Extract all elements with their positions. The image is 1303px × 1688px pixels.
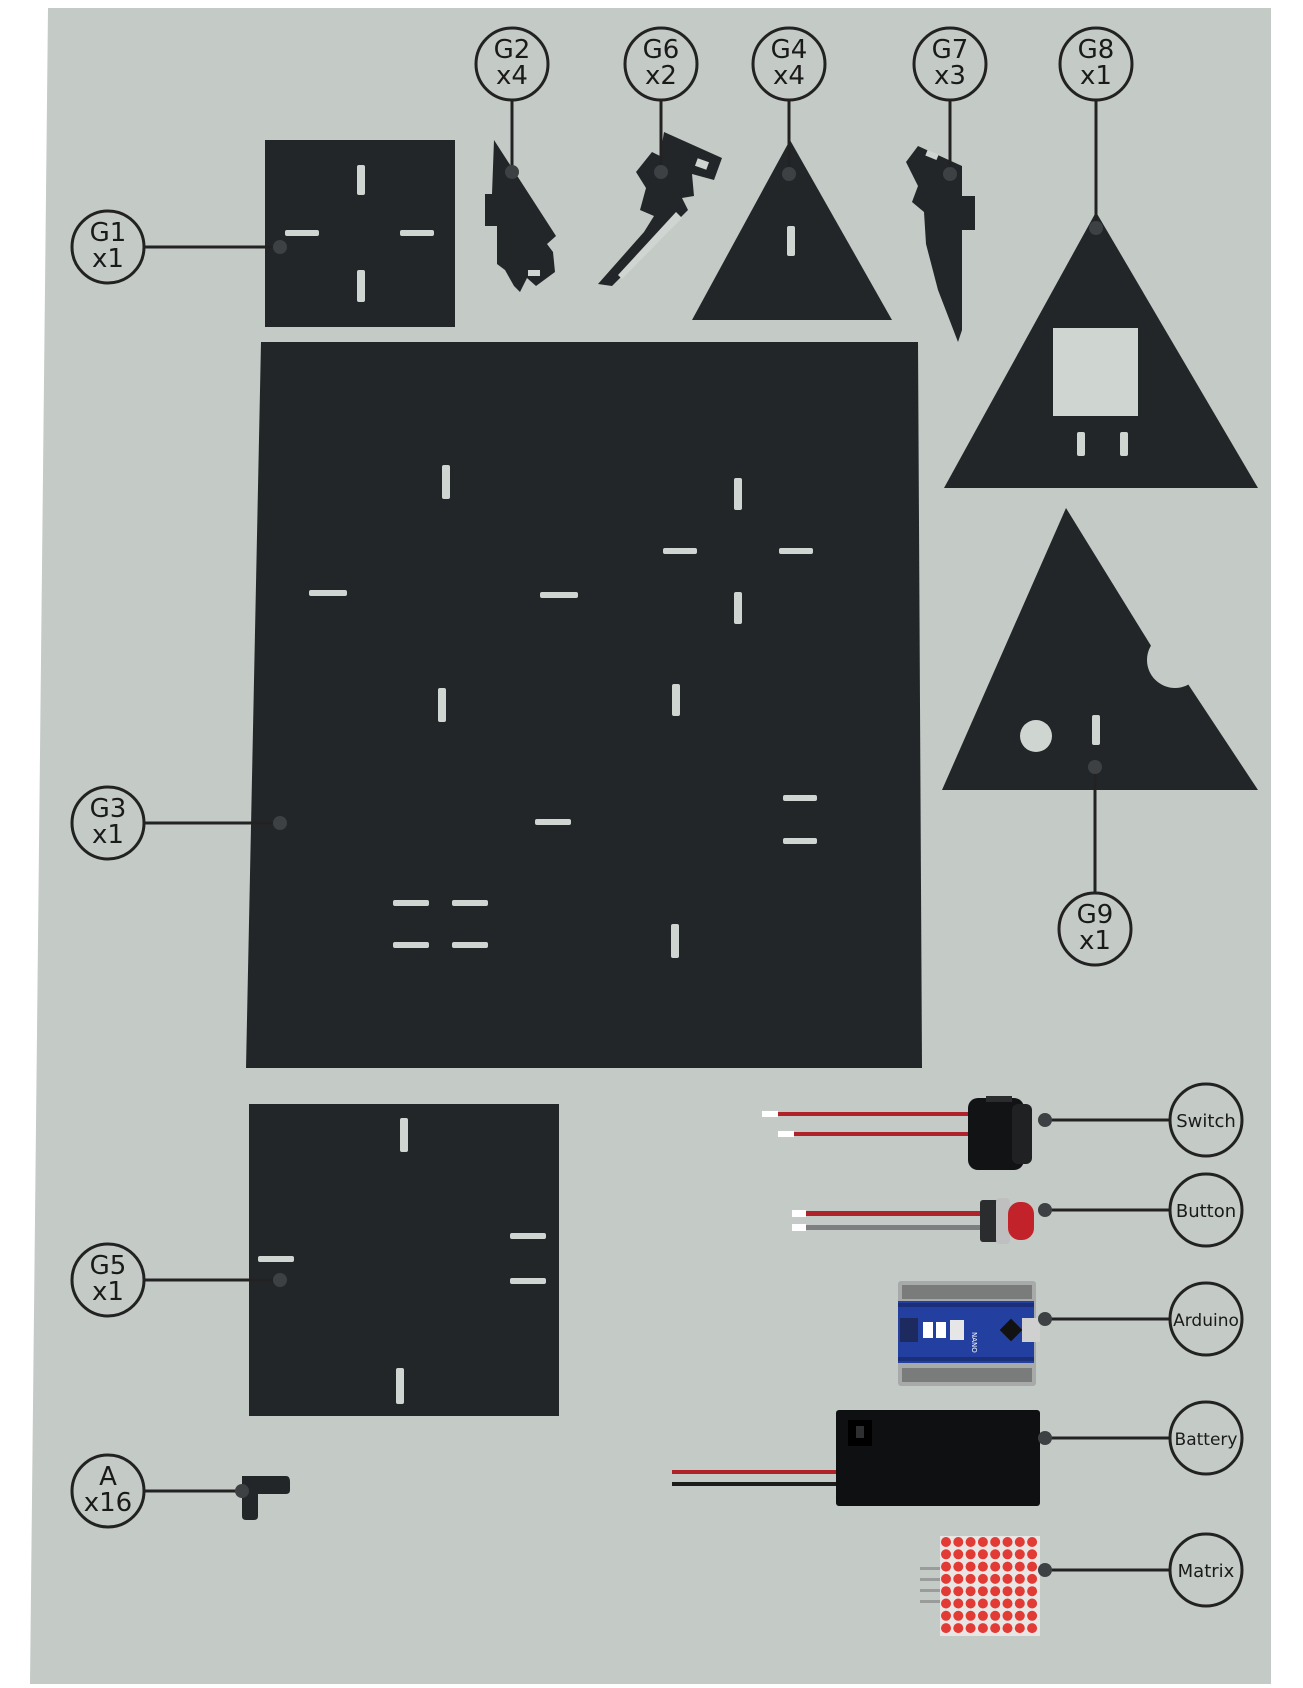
- led-dot: [1003, 1611, 1013, 1621]
- arduino-component: NANO: [898, 1281, 1040, 1386]
- led-dot: [990, 1562, 1000, 1572]
- callout-battery-label: Battery: [1175, 1430, 1238, 1450]
- led-dot: [966, 1574, 976, 1584]
- callout-g5-qty: x1: [92, 1277, 124, 1307]
- led-dot: [1027, 1623, 1037, 1633]
- led-dot: [1015, 1562, 1025, 1572]
- led-dot: [941, 1537, 951, 1547]
- led-dot: [978, 1549, 988, 1559]
- callout-matrix-label: Matrix: [1178, 1561, 1235, 1582]
- led-dot: [966, 1599, 976, 1609]
- led-dot: [966, 1549, 976, 1559]
- led-dot: [978, 1574, 988, 1584]
- led-dot: [966, 1562, 976, 1572]
- callout-switch-label: Switch: [1176, 1111, 1236, 1132]
- callout-g6-qty: x2: [645, 61, 677, 91]
- arduino-chip-label: NANO: [970, 1332, 978, 1353]
- callout-g4-qty: x4: [773, 61, 805, 91]
- led-dot: [1015, 1599, 1025, 1609]
- led-dot: [978, 1599, 988, 1609]
- led-dot: [990, 1574, 1000, 1584]
- led-dot: [1015, 1586, 1025, 1596]
- led-dot: [1003, 1586, 1013, 1596]
- led-dot: [1027, 1599, 1037, 1609]
- led-dot: [1015, 1574, 1025, 1584]
- led-dot: [1003, 1562, 1013, 1572]
- led-dot: [941, 1574, 951, 1584]
- led-dot: [953, 1611, 963, 1621]
- led-dot: [978, 1537, 988, 1547]
- led-dot: [1003, 1599, 1013, 1609]
- led-dot: [1003, 1623, 1013, 1633]
- callout-g9-qty: x1: [1079, 926, 1111, 956]
- callout-button-label: Button: [1176, 1201, 1236, 1222]
- led-dot: [953, 1562, 963, 1572]
- led-dot: [1015, 1549, 1025, 1559]
- led-dot: [941, 1599, 951, 1609]
- led-dot: [1027, 1537, 1037, 1547]
- led-dot: [1027, 1574, 1037, 1584]
- led-dot: [1015, 1537, 1025, 1547]
- led-dot: [1027, 1586, 1037, 1596]
- led-dot: [990, 1611, 1000, 1621]
- led-dot: [941, 1549, 951, 1559]
- led-dot: [1003, 1537, 1013, 1547]
- led-dot: [1027, 1549, 1037, 1559]
- led-dot: [966, 1586, 976, 1596]
- callout-g3-qty: x1: [92, 820, 124, 850]
- led-dot: [990, 1599, 1000, 1609]
- led-dot: [953, 1574, 963, 1584]
- led-dot: [1003, 1549, 1013, 1559]
- led-dot: [953, 1549, 963, 1559]
- led-dot: [1027, 1611, 1037, 1621]
- led-dot: [990, 1586, 1000, 1596]
- part-g3-base-plate: [246, 342, 922, 1068]
- led-dot: [941, 1623, 951, 1633]
- led-dot: [966, 1623, 976, 1633]
- led-dot: [978, 1611, 988, 1621]
- led-dot: [953, 1623, 963, 1633]
- led-dot: [978, 1586, 988, 1596]
- led-dot: [990, 1623, 1000, 1633]
- led-dot: [990, 1549, 1000, 1559]
- led-dot: [1015, 1611, 1025, 1621]
- led-dot: [953, 1537, 963, 1547]
- led-dot: [978, 1562, 988, 1572]
- led-dot: [990, 1537, 1000, 1547]
- part-g5-plate: [249, 1104, 559, 1416]
- part-g1-plate: [265, 140, 455, 327]
- led-dot: [941, 1562, 951, 1572]
- led-dot: [953, 1599, 963, 1609]
- led-dot: [953, 1586, 963, 1596]
- callout-g7-qty: x3: [934, 61, 966, 91]
- led-dot: [966, 1611, 976, 1621]
- led-dot: [966, 1537, 976, 1547]
- led-dot: [941, 1586, 951, 1596]
- callout-a-qty: x16: [84, 1488, 132, 1518]
- led-dot: [1027, 1562, 1037, 1572]
- led-dot: [1015, 1623, 1025, 1633]
- led-dot: [1003, 1574, 1013, 1584]
- callout-g2-qty: x4: [496, 61, 528, 91]
- callout-g8-qty: x1: [1080, 61, 1112, 91]
- callout-g1-qty: x1: [92, 244, 124, 274]
- led-dot: [978, 1623, 988, 1633]
- led-dot: [941, 1611, 951, 1621]
- callout-arduino-label: Arduino: [1173, 1311, 1239, 1331]
